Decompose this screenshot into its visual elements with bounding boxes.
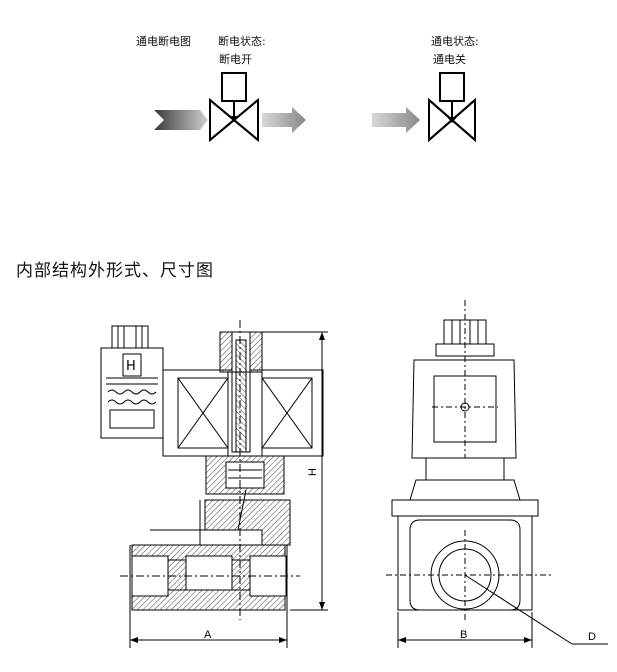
solenoid-box xyxy=(221,72,247,102)
dim-h-label: H xyxy=(307,468,319,476)
section-title: 内部结构外形式、尺寸图 xyxy=(16,261,214,281)
on-state-label: 通电状态: xyxy=(431,35,479,48)
solenoid-box-2 xyxy=(439,72,465,102)
off-state-label: 断电状态: xyxy=(218,35,266,48)
inflow-arrow xyxy=(154,110,208,130)
outflow-arrow xyxy=(262,107,306,133)
front-nut xyxy=(425,457,505,481)
dim-d-label: D xyxy=(588,631,596,643)
valve-symbol-closed xyxy=(372,72,476,143)
dim-b-label: B xyxy=(460,629,467,641)
valve-diaphragm xyxy=(150,499,291,546)
valve-symbol-open xyxy=(154,72,306,143)
section-view: H xyxy=(100,320,328,648)
svg-text:H: H xyxy=(126,359,136,374)
off-state-value: 断电开 xyxy=(219,53,252,66)
connector-cap xyxy=(111,325,149,349)
front-view xyxy=(386,300,608,648)
diagram-label: 通电断电图 xyxy=(136,35,191,48)
inflow-arrow-2 xyxy=(372,107,420,133)
front-flange xyxy=(391,499,539,517)
on-state-value: 通电关 xyxy=(433,53,466,66)
dim-a-label: A xyxy=(204,629,212,641)
